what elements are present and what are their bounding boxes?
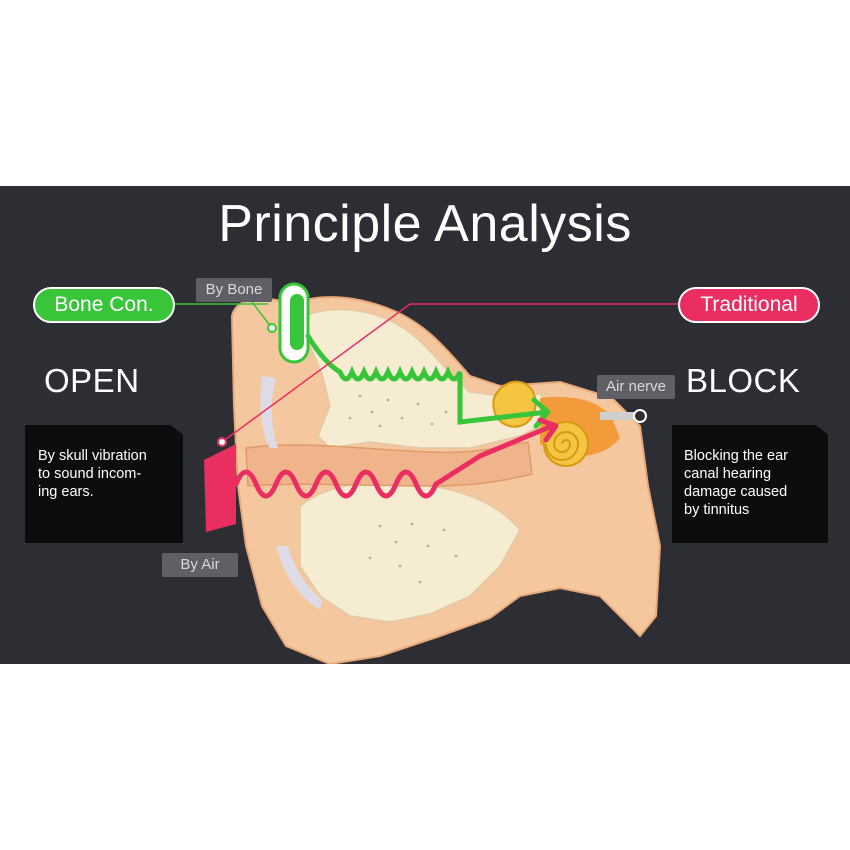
bone-conduction-headphone-icon xyxy=(278,282,310,364)
ear-canal xyxy=(245,441,533,487)
open-description-line: ing ears. xyxy=(38,484,94,500)
open-description-line: By skull vibration xyxy=(38,448,147,464)
trad-leader-line xyxy=(221,303,678,443)
block-description-line: canal hearing xyxy=(684,466,772,482)
page-title: Principle Analysis xyxy=(218,195,632,253)
cartilage-lower xyxy=(276,546,322,610)
open-description-box: By skull vibration to sound incom- ing e… xyxy=(25,425,183,543)
by-bone-leader xyxy=(251,301,273,329)
by-bone-label: By Bone xyxy=(196,278,272,302)
open-description-line: to sound incom- xyxy=(38,466,142,482)
in-ear-speaker-icon xyxy=(204,444,236,532)
open-heading: OPEN xyxy=(44,362,140,399)
block-description-box: Blocking the ear canal hearing damage ca… xyxy=(672,425,828,543)
lower-bone xyxy=(299,481,521,623)
air-arrow-head xyxy=(537,417,559,443)
air-wave xyxy=(233,423,555,499)
traditional-badge: Traditional xyxy=(678,287,820,323)
cartilage xyxy=(260,376,278,448)
air-nerve-label: Air nerve xyxy=(597,375,675,399)
cochlea xyxy=(543,421,589,467)
bone-conduction-badge: Bone Con. xyxy=(33,287,175,323)
bone-wave xyxy=(305,333,551,425)
diagram-panel: Principle Analysis Bone Con. Traditional… xyxy=(0,186,850,664)
block-description-line: damage caused xyxy=(684,484,788,500)
block-description-line: Blocking the ear xyxy=(684,448,788,464)
bone-texture xyxy=(348,394,458,584)
block-description-line: by tinnitus xyxy=(684,502,750,518)
block-heading: BLOCK xyxy=(686,362,801,399)
by-air-label: By Air xyxy=(162,553,238,577)
ear-anatomy-diagram xyxy=(171,282,678,664)
